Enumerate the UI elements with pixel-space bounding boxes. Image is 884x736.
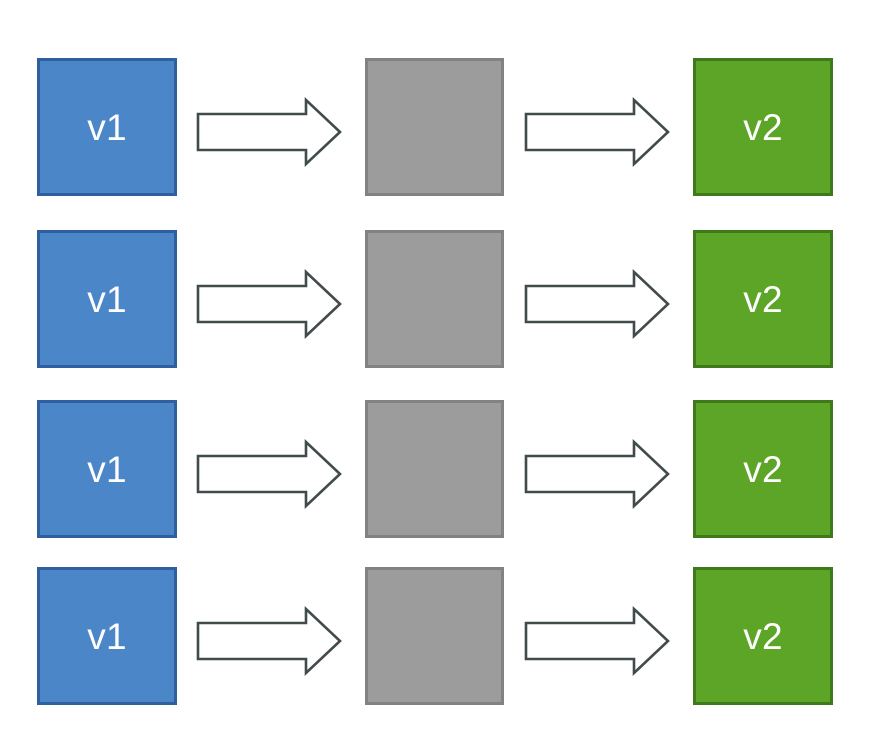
flow-arrow-source-to-process[interactable] xyxy=(196,605,342,677)
target-node-label: v2 xyxy=(743,278,783,320)
arrow-shape xyxy=(196,96,342,168)
target-node-label: v2 xyxy=(743,106,783,148)
source-node-label: v1 xyxy=(87,278,127,320)
pipeline-row: v1 v2 xyxy=(0,400,884,538)
pipeline-row: v1 v2 xyxy=(0,58,884,196)
source-node-v1[interactable]: v1 xyxy=(37,400,177,538)
process-node[interactable] xyxy=(365,58,504,196)
source-node-v1[interactable]: v1 xyxy=(37,567,177,705)
flow-arrow-process-to-target[interactable] xyxy=(524,605,670,677)
arrow-shape xyxy=(524,96,670,168)
source-node-v1[interactable]: v1 xyxy=(37,230,177,368)
source-node-label: v1 xyxy=(87,615,127,657)
target-node-v2[interactable]: v2 xyxy=(693,58,833,196)
process-node[interactable] xyxy=(365,400,504,538)
process-node[interactable] xyxy=(365,567,504,705)
flow-arrow-source-to-process[interactable] xyxy=(196,96,342,168)
process-node[interactable] xyxy=(365,230,504,368)
arrow-shape xyxy=(196,605,342,677)
arrow-shape xyxy=(524,605,670,677)
source-node-label: v1 xyxy=(87,106,127,148)
flow-arrow-process-to-target[interactable] xyxy=(524,268,670,340)
arrow-shape xyxy=(196,438,342,510)
flow-arrow-process-to-target[interactable] xyxy=(524,96,670,168)
target-node-label: v2 xyxy=(743,615,783,657)
arrow-shape xyxy=(524,438,670,510)
source-node-v1[interactable]: v1 xyxy=(37,58,177,196)
pipeline-row: v1 v2 xyxy=(0,230,884,368)
flow-arrow-process-to-target[interactable] xyxy=(524,438,670,510)
pipeline-row: v1 v2 xyxy=(0,567,884,705)
flow-arrow-source-to-process[interactable] xyxy=(196,268,342,340)
arrow-shape xyxy=(196,268,342,340)
target-node-v2[interactable]: v2 xyxy=(693,230,833,368)
target-node-v2[interactable]: v2 xyxy=(693,567,833,705)
target-node-label: v2 xyxy=(743,448,783,490)
arrow-shape xyxy=(524,268,670,340)
source-node-label: v1 xyxy=(87,448,127,490)
flow-arrow-source-to-process[interactable] xyxy=(196,438,342,510)
target-node-v2[interactable]: v2 xyxy=(693,400,833,538)
